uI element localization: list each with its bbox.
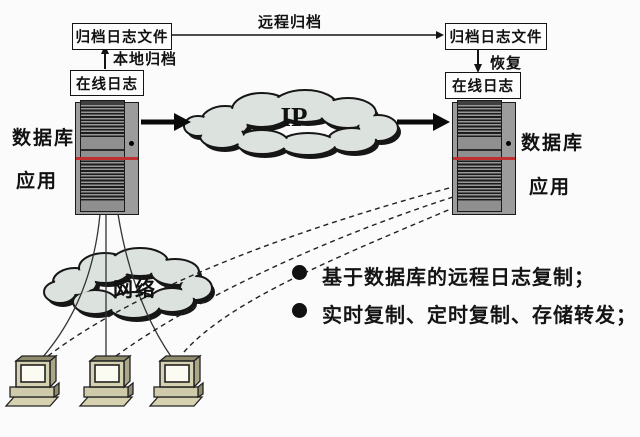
desktop-computer-icon [79,355,134,407]
archive-log-file-box-left: 归档日志文件 [72,23,172,50]
network-cloud-icon [43,247,215,322]
ip-cloud-label: IP [280,102,308,132]
lan-line [117,213,173,359]
server-front-panel [457,100,502,212]
local-archive-label: 本地归档 [113,51,178,68]
network-cloud-label: 网络 [113,279,157,301]
replication-dashed-line [183,207,454,353]
database-server-icon-left [75,100,139,215]
server-red-stripe [76,157,138,160]
bullet-icon [292,265,307,280]
bullet-item-1: 基于数据库的远程日志复制； [322,267,595,289]
server-to-ip-arrow [141,113,191,131]
online-log-box-right: 在线日志 [445,72,521,99]
replication-dashed-lines [47,186,454,357]
remote-archive-label: 远程归档 [258,14,323,31]
desktop-computer-icon [149,355,204,407]
replication-dashed-line [47,186,454,357]
ip-cloud-icon [183,89,401,159]
bullet-item-2: 实时复制、定时复制、存储转发； [322,305,637,327]
application-label-right: 应用 [529,177,572,198]
online-log-box-left: 在线日志 [70,70,144,96]
application-label-left: 应用 [16,171,59,192]
database-label-left: 数据库 [12,128,76,149]
remote-archive-arrow [172,31,444,39]
database-server-icon-right [452,100,516,215]
server-power-led [506,141,511,146]
lan-line [41,213,101,359]
server-front-panel [80,100,125,212]
server-power-led [129,141,134,146]
ip-to-server-arrow [397,113,450,131]
restore-label: 恢复 [490,55,523,72]
archive-log-file-box-right: 归档日志文件 [445,23,547,50]
restore-arrow [474,49,482,73]
desktop-computer-icon [5,355,60,407]
server-red-stripe [453,157,515,160]
bullet-icon [292,303,307,318]
replication-dashed-line [115,196,454,357]
lan-lines [41,213,173,359]
database-label-right: 数据库 [521,133,585,154]
